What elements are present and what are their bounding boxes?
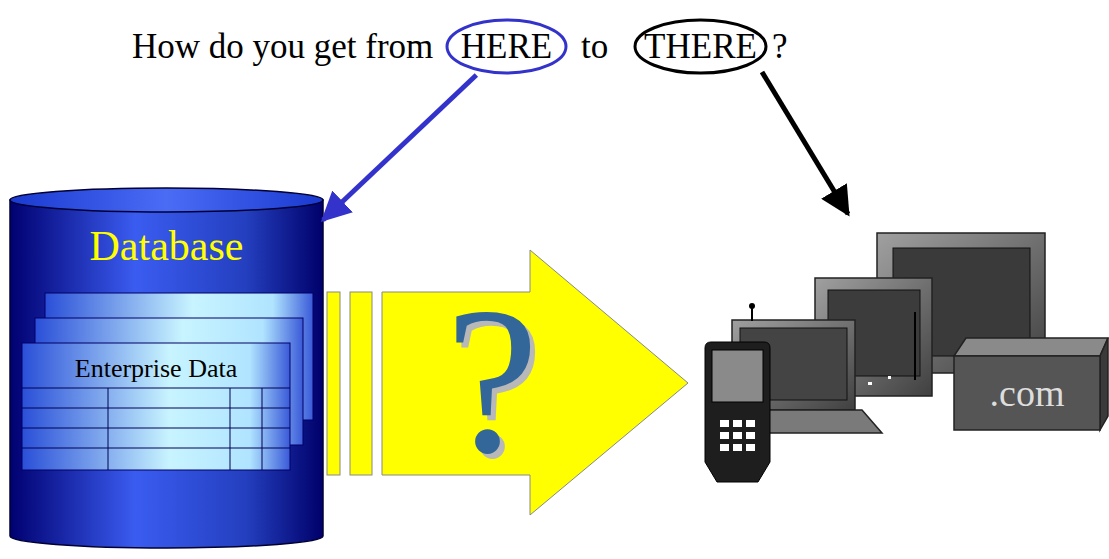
dotcom-box: .com (948, 336, 1108, 432)
phone-key (720, 444, 729, 451)
phone-key (733, 444, 742, 451)
circled-word: HERE (445, 18, 568, 75)
title-text: to (581, 29, 608, 64)
phone-key (733, 420, 742, 427)
phone-key (746, 420, 755, 427)
data-table-sheet: Enterprise Data (22, 343, 290, 470)
antenna-tip (749, 303, 755, 309)
domain-label: .com (954, 358, 1100, 428)
title-text: How do you get from (132, 29, 433, 64)
arrow-shape (382, 250, 688, 515)
table-title: Enterprise Data (22, 356, 290, 382)
box-front (954, 356, 1100, 430)
question-arrow: ? (382, 250, 688, 515)
here-ellipse: HERE (445, 18, 568, 75)
pointer-arrow (323, 75, 476, 220)
grid-line (262, 388, 263, 470)
sheet-face (22, 343, 290, 470)
there-ellipse: THERE (633, 18, 768, 75)
box-side (1100, 338, 1108, 430)
grid-line (22, 408, 290, 409)
cylinder-body (10, 200, 323, 548)
grid-line (22, 388, 290, 389)
phone-body (705, 342, 770, 482)
phone-key (746, 432, 755, 439)
status-light (868, 382, 872, 385)
phone-key (720, 420, 729, 427)
pointer-arrow (762, 72, 848, 214)
grid-line (230, 388, 231, 470)
box-top (954, 338, 1108, 356)
question-mark: ? (422, 275, 562, 485)
grid-line (22, 448, 290, 449)
database-title: Database (10, 225, 323, 267)
cylinder-top (10, 188, 323, 212)
circled-word: THERE (633, 18, 768, 75)
title-text: ? (772, 29, 788, 64)
yellow-bar (327, 292, 340, 475)
database-cylinder: DatabaseEnterprise Data (10, 188, 323, 548)
phone-screen (712, 350, 763, 402)
phone-key (733, 432, 742, 439)
phone-key (720, 432, 729, 439)
grid-line (22, 428, 290, 429)
antenna (914, 312, 916, 380)
yellow-bar (350, 292, 372, 475)
phone-key (746, 444, 755, 451)
grid-line (108, 388, 109, 470)
status-light (888, 376, 891, 379)
